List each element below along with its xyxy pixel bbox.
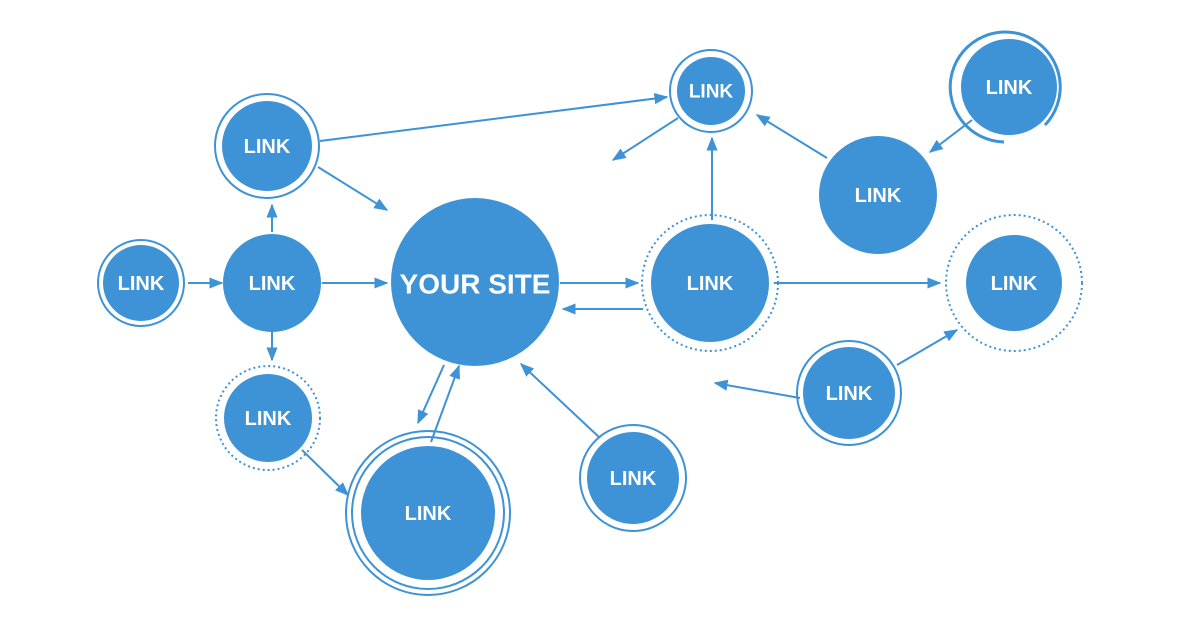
node-link-right-ring [945,214,1083,352]
node-link-left-middle-circle [223,234,321,332]
edge-bottomleft-to-center [430,364,460,443]
node-link-bottom-middle-circle [587,432,679,524]
edge-topleft-to-center [317,166,389,211]
node-your-site-label: YOUR SITE [400,269,551,300]
edge-lowerright-to-right [896,329,959,366]
edge-topcenter-outbound [611,117,679,161]
edges [188,93,973,496]
node-link-left-middle-label: LINK [249,273,296,295]
node-link-lower-right-circle [803,347,895,439]
node-link-left-circle [103,245,179,321]
nodes: YOUR SITE LINK LINK LINK LINK [97,30,1083,596]
node-link-top-left-label: LINK [244,136,291,158]
node-link-top-center-circle [677,57,745,125]
node-link-bottom-middle-label: LINK [610,468,657,490]
node-link-top-right: LINK [948,30,1062,144]
node-link-top-left-ring [214,93,320,199]
node-link-top-left-circle [222,101,312,191]
node-link-bottom-middle-ring [579,424,687,532]
edge-topleft-to-topcenter [319,93,669,142]
node-link-top-right-label: LINK [986,77,1033,99]
node-link-bottom-left-label: LINK [405,503,452,525]
node-link-left-middle: LINK [223,234,321,332]
node-link-left: LINK [97,239,185,327]
edge-lowerleft-to-bottomleft [301,449,350,496]
node-link-lower-right-label: LINK [826,383,873,405]
node-link-right: LINK [945,214,1083,352]
node-link-lower-right-ring [796,340,902,446]
node-link-bottom-left-ring-inner [351,436,505,590]
edge-largeright-to-topcenter [755,114,828,159]
edge-lowerright-outbound [713,379,801,399]
node-link-top-center: LINK [669,49,753,133]
node-link-top-right-arc [948,30,1062,144]
node-link-large-right: LINK [819,136,937,254]
edge-bottommid-to-center [519,363,601,439]
node-link-bottom-left-circle [361,446,495,580]
node-link-top-left: LINK [214,93,320,199]
node-link-left-ring [97,239,185,327]
node-link-right-label: LINK [991,273,1038,295]
node-link-bottom-left-ring-outer [345,430,511,596]
node-link-lower-left: LINK [215,365,321,471]
node-your-site: YOUR SITE [391,198,559,366]
node-link-right-middle: LINK [641,214,779,352]
node-link-large-right-label: LINK [855,185,902,207]
node-link-bottom-middle: LINK [579,424,687,532]
node-link-right-circle [966,235,1062,331]
node-link-top-center-label: LINK [689,82,734,103]
node-link-lower-left-circle [224,374,312,462]
node-link-top-right-circle [961,39,1057,135]
node-link-lower-right: LINK [796,340,902,446]
node-link-large-right-circle [819,136,937,254]
node-your-site-circle [391,198,559,366]
node-link-left-label: LINK [118,273,165,295]
node-link-top-center-ring [669,49,753,133]
node-link-lower-left-label: LINK [245,408,292,430]
node-link-right-middle-label: LINK [687,273,734,295]
node-link-lower-left-ring [215,365,321,471]
edge-center-to-bottomleft [417,364,445,425]
node-link-bottom-left: LINK [345,430,511,596]
node-link-right-middle-circle [651,224,769,342]
node-link-right-middle-ring [641,214,779,352]
